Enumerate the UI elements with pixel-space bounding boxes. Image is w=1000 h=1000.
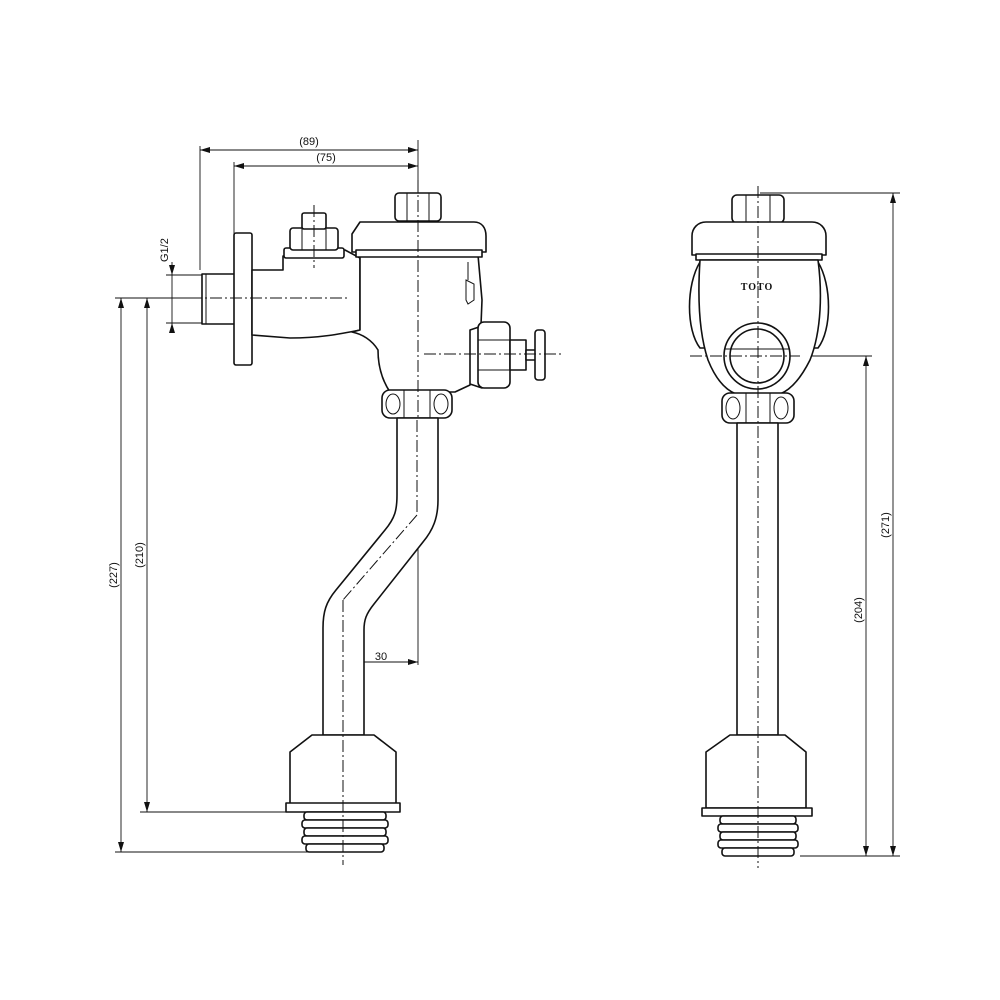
- dim-outlet-height-label: (204): [853, 597, 865, 623]
- outlet-adapter-front: [701, 734, 813, 857]
- inlet-thread: [201, 273, 237, 325]
- valve-body: [351, 254, 483, 393]
- dim-thread-label: G1/2: [159, 238, 171, 262]
- dim-inlet-height-outer-label: (227): [108, 562, 120, 588]
- brand-logo: TOTO: [741, 282, 774, 293]
- dim-total-height: (271): [760, 192, 900, 857]
- valve-cover: [351, 192, 487, 258]
- dim-inlet-height: (227) (210): [108, 297, 310, 853]
- flush-handle: [469, 321, 546, 389]
- dim-overall-width-label: (89): [299, 136, 319, 148]
- dim-inlet-height-inner-label: (210): [134, 542, 146, 568]
- offset-pipe: [322, 417, 439, 736]
- dim-overall-width: (89): [199, 136, 419, 270]
- dim-total-height-label: (271): [880, 512, 892, 538]
- dim-outlet-height: (204): [800, 355, 872, 856]
- side-view: (89) (75) G1/2 (227): [108, 136, 562, 865]
- side-pipe-bend-axis: [342, 514, 418, 601]
- front-view: (271) (204) TOTO: [688, 186, 900, 868]
- dim-flange-to-axis: (75): [233, 152, 418, 235]
- dim-flange-to-axis-label: (75): [316, 152, 336, 164]
- dim-pipe-offset-label: 30: [375, 651, 387, 663]
- union-nut-side: [381, 389, 453, 419]
- outlet-adapter-side: [285, 734, 401, 853]
- dim-thread: G1/2: [159, 238, 210, 333]
- front-cover: [691, 221, 827, 256]
- valve-arm: [251, 249, 361, 339]
- wall-flange: [233, 232, 253, 366]
